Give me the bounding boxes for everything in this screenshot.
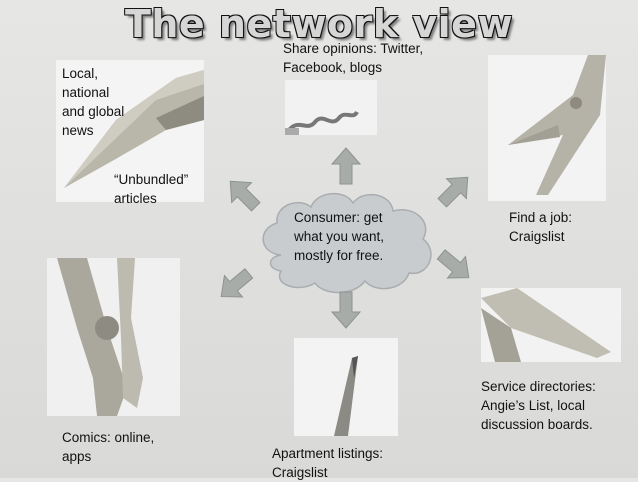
consumer-cloud <box>253 185 440 300</box>
news-label: Local, national and global news <box>62 66 125 138</box>
arrow-lower-right <box>430 242 480 291</box>
corkscrew-photo <box>285 80 377 135</box>
knife-blade-photo <box>56 60 204 202</box>
comics-label: Comics: online, apps <box>62 430 155 464</box>
nail-file-photo <box>481 288 621 362</box>
cloud-shape <box>262 193 432 294</box>
unbundled-label: “Unbundled” articles <box>114 172 189 206</box>
arrow-lower-left <box>210 261 260 310</box>
arrow-up <box>331 146 361 186</box>
jobs-label: Find a job: Craigslist <box>509 210 573 244</box>
arrow-upper-right <box>430 165 479 214</box>
arrow-down <box>331 290 361 330</box>
consumer-label: Consumer: get what you want, mostly for … <box>294 210 385 263</box>
services-label: Service directories: Angie’s List, local… <box>481 379 596 432</box>
scissors-photo <box>488 55 606 201</box>
apartments-label: Apartment listings: Craigslist <box>272 446 384 480</box>
share-label: Share opinions: Twitter, Facebook, blogs <box>283 41 424 75</box>
arrow-upper-left <box>218 169 267 218</box>
pliers-photo <box>47 258 180 416</box>
tweezers-photo <box>294 338 398 436</box>
slide-title: The network view <box>124 2 514 46</box>
